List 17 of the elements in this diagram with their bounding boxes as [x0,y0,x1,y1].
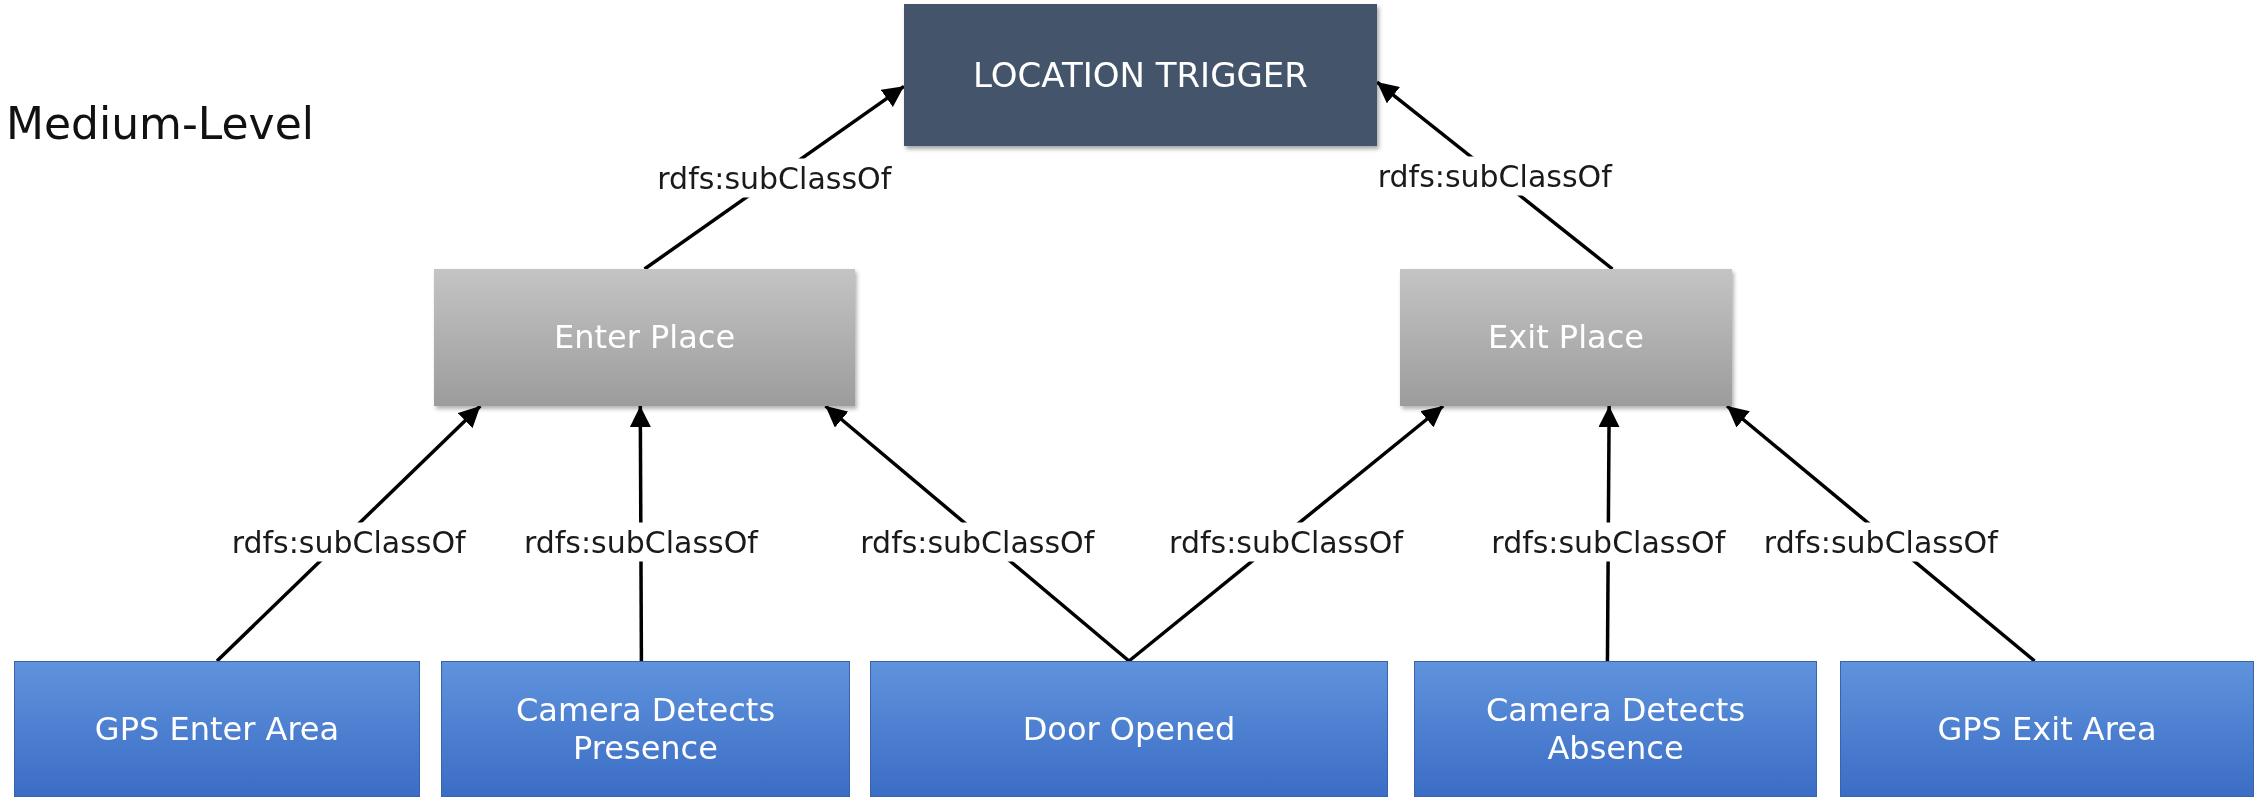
class-name: Enter Place [553,318,736,357]
class-box [1400,269,1732,406]
class-box [904,4,1377,146]
class-name: GPS Enter Area [94,709,340,749]
class-name: GPS Exit Area [1937,709,2157,749]
class-name: Camera Detects Presence [514,690,777,768]
class-name: Door Opened [1022,709,1236,749]
class-name: Exit Place [1488,318,1644,357]
class-box [1840,661,2254,797]
class-name: LOCATION TRIGGER [973,54,1308,96]
class-box [434,269,855,406]
class-box [441,661,850,797]
class-name: Camera Detects Absence [1484,690,1747,768]
class-box [870,661,1388,797]
level-heading: Medium-Level [6,98,314,149]
class-box [14,661,420,797]
class-box [1414,661,1817,797]
